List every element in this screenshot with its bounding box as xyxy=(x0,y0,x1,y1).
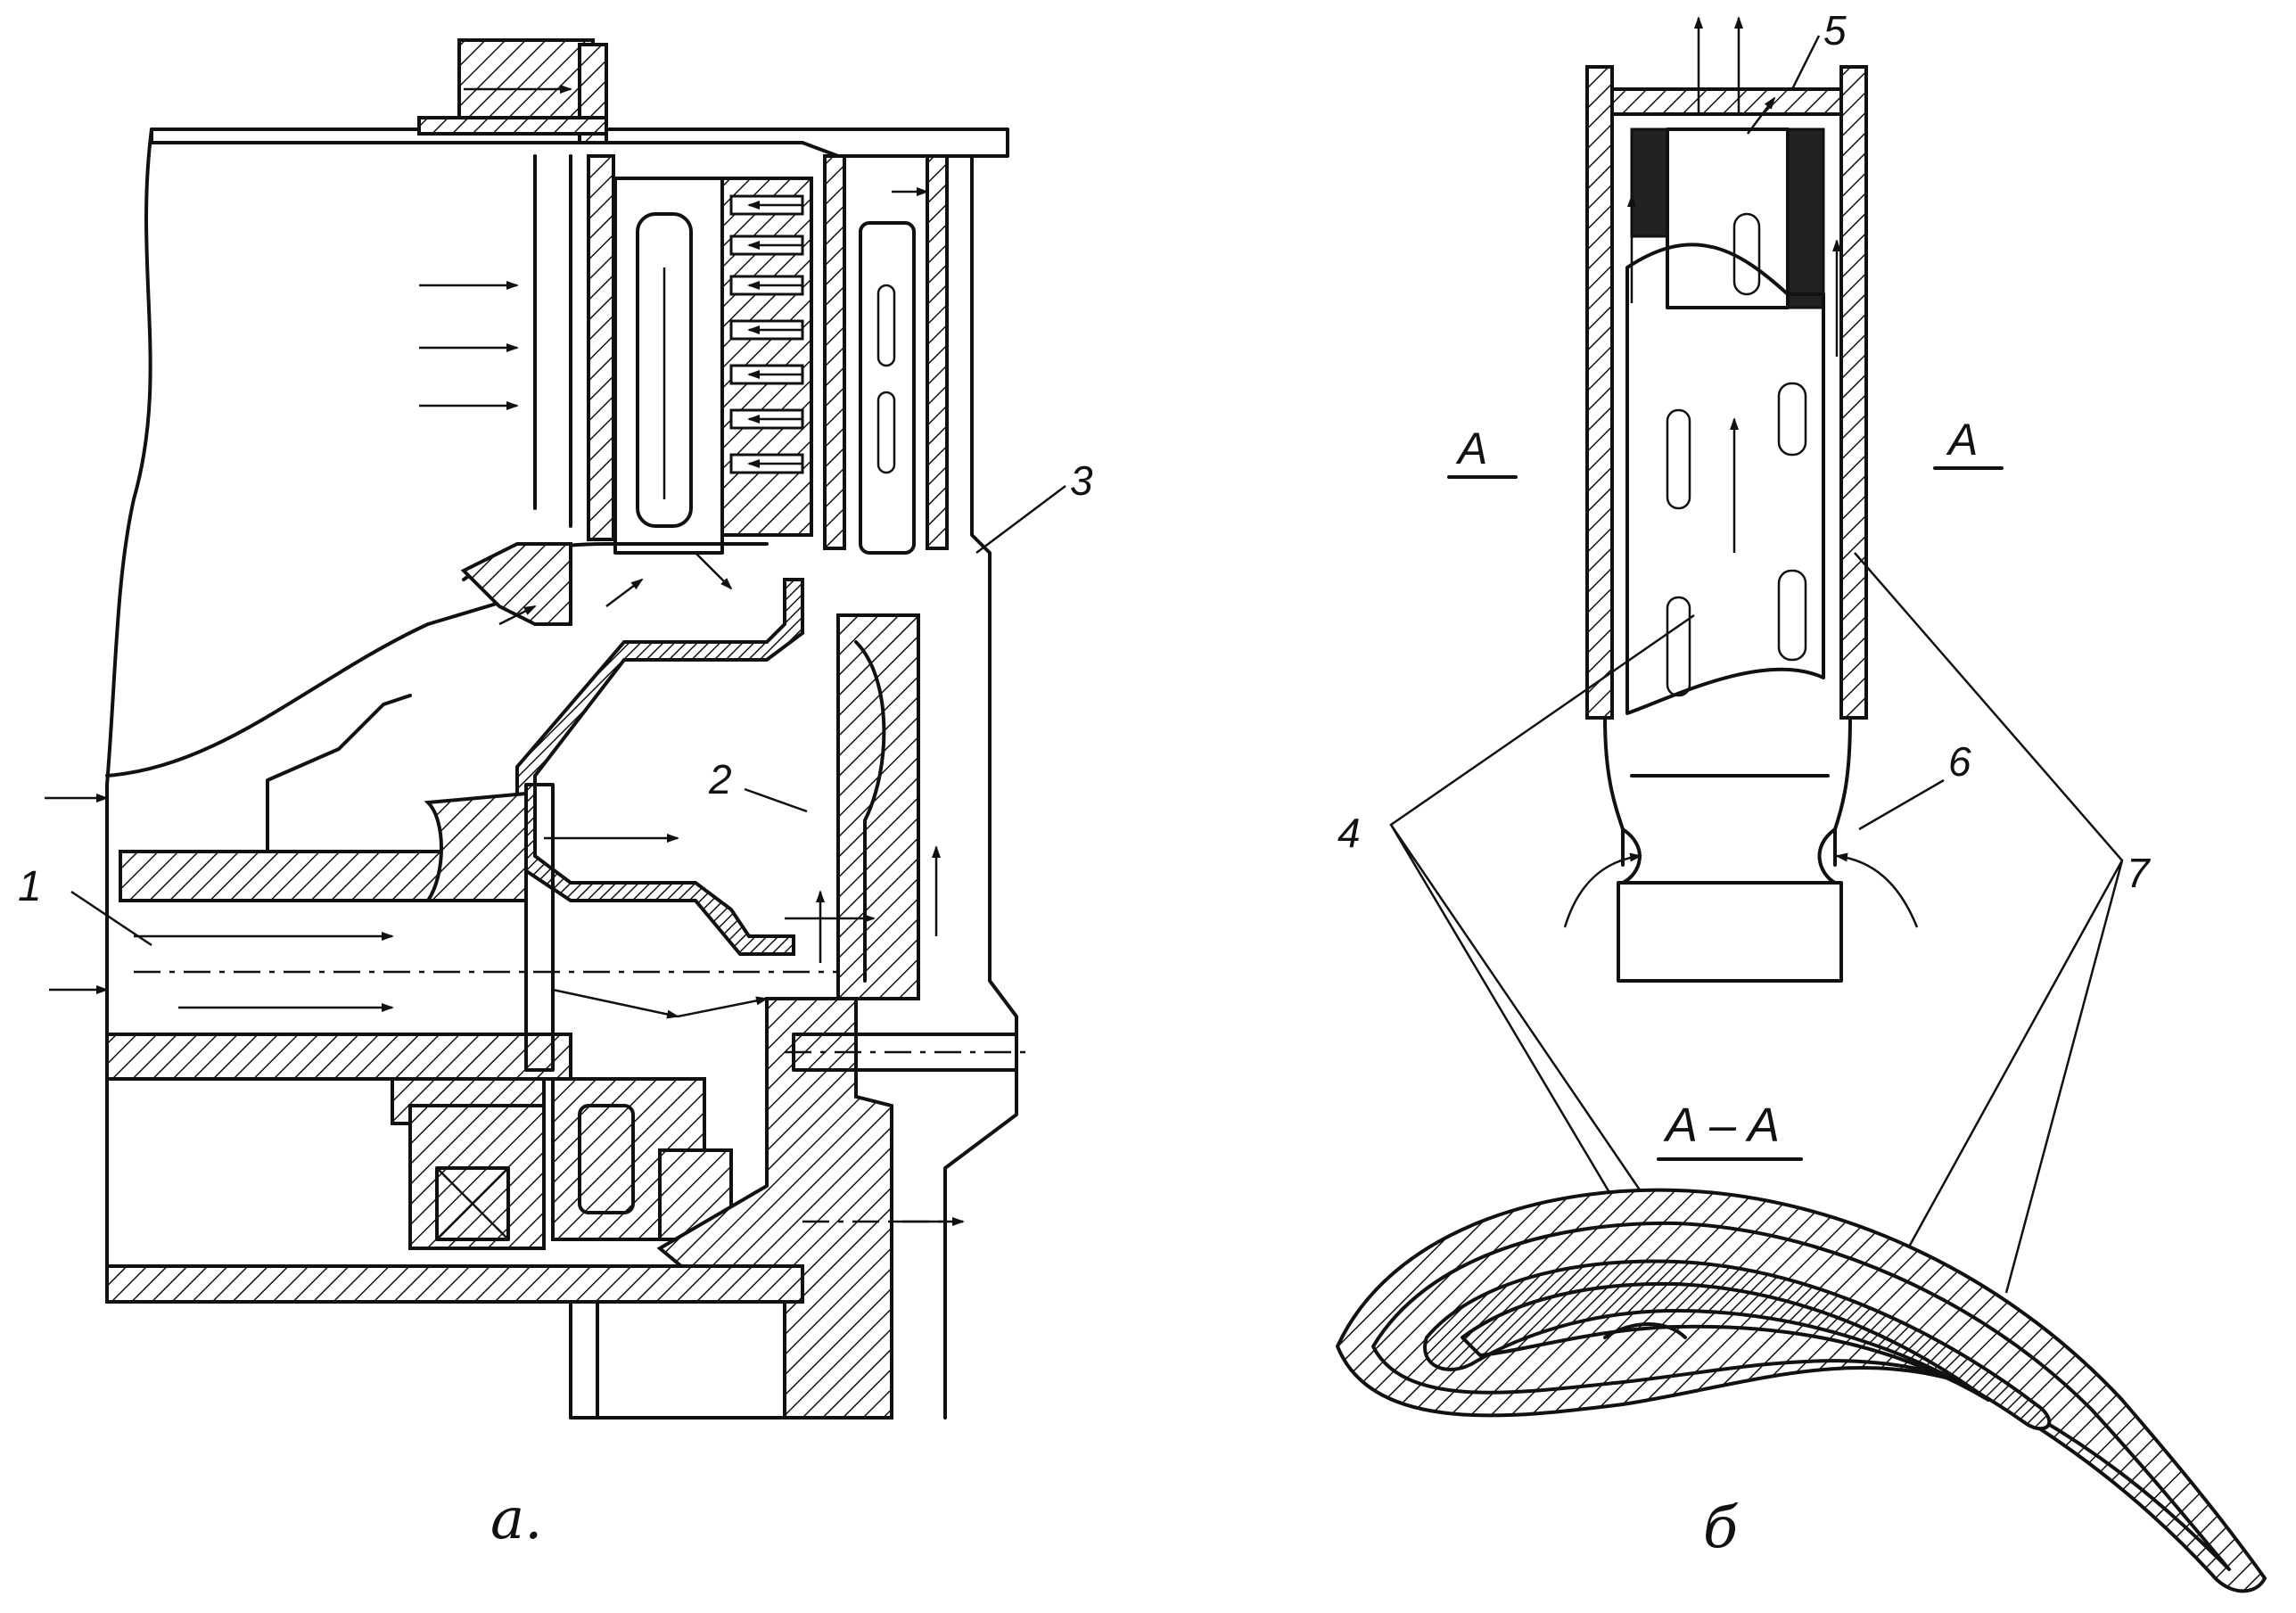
callout-2-leader xyxy=(744,787,808,813)
bearing-housing xyxy=(408,1104,546,1250)
callout-4-leaders xyxy=(1389,613,1695,1276)
fin-flow-arrows xyxy=(747,201,802,468)
airfoil-insert xyxy=(1423,1259,2052,1431)
callout-5-leader xyxy=(1790,35,1821,90)
disk-rim xyxy=(836,613,920,1000)
nozzle-blade xyxy=(859,221,916,555)
blade-tip-insert-left xyxy=(1630,128,1669,238)
neck-waist xyxy=(1621,827,1837,885)
callout-5: 5 xyxy=(1823,7,1847,53)
callout-6: 6 xyxy=(1948,738,1971,785)
top-casing-band xyxy=(417,116,608,136)
airfoil-rib xyxy=(1603,1322,1687,1339)
blade-neck xyxy=(1603,716,1852,867)
insert-slot-4 xyxy=(1777,569,1807,662)
section-label-left: A xyxy=(1455,424,1487,473)
bottom-shaft-lines xyxy=(569,1300,786,1420)
aft-bearing xyxy=(658,1148,733,1241)
blade-insert xyxy=(1625,243,1825,715)
fin-block xyxy=(720,177,813,537)
callout-6-leader xyxy=(1858,778,1945,831)
nozzle-wall-left xyxy=(823,154,846,550)
insert-slot-1 xyxy=(1666,408,1691,510)
nozzle-blade-slot-1 xyxy=(876,284,896,367)
callout-2: 2 xyxy=(708,756,732,802)
inlet-duct-upper xyxy=(105,596,519,778)
bottom-casing xyxy=(105,1264,804,1304)
shaft-lower-wall xyxy=(105,1033,572,1081)
callout-4: 4 xyxy=(1337,810,1361,856)
combustor-wall xyxy=(587,154,615,541)
nozzle-wall-right xyxy=(926,154,949,550)
duct-bracket xyxy=(460,542,572,626)
shaft-upper-hub xyxy=(424,791,528,902)
shaft-inner-boundary xyxy=(524,783,555,1072)
figure-b-blade: A A 4 5 6 7 A – A б xyxy=(1335,7,2267,1593)
section-aa-title: A – A xyxy=(1663,1099,1780,1152)
figure-a-turbine-section: 1 2 3 a. xyxy=(18,38,1093,1552)
blade-wall-right xyxy=(1839,65,1868,720)
insert-slot-5 xyxy=(1732,212,1761,296)
combustor-slot xyxy=(636,212,693,528)
airfoil-inner-wall xyxy=(1371,1221,2231,1571)
upper-chamber xyxy=(533,154,572,528)
airfoil-insert-cavity xyxy=(1461,1281,1990,1402)
outer-right-casing xyxy=(943,154,1018,1420)
seal-slot xyxy=(578,1104,635,1214)
blade-tip-insert-right xyxy=(1786,128,1825,309)
blade-root xyxy=(1617,881,1843,983)
blade-tip-cap xyxy=(1610,87,1843,116)
callout-1: 1 xyxy=(18,863,42,910)
insert-slot-3 xyxy=(1777,382,1807,457)
flow-arrows xyxy=(45,85,965,1226)
inlet-duct-lower xyxy=(266,694,412,858)
section-label-right: A xyxy=(1946,415,1978,465)
callout-3: 3 xyxy=(1070,457,1093,504)
nozzle-blade-slot-2 xyxy=(876,391,896,474)
callout-1-leader xyxy=(70,890,152,947)
blade-flow-arrows xyxy=(1563,16,1919,928)
top-flange xyxy=(457,38,595,127)
insert-slot-2 xyxy=(1666,596,1691,697)
callout-7-leaders xyxy=(1854,552,2124,1294)
left-break-line xyxy=(105,128,153,1277)
caption-b: б xyxy=(1703,1495,1739,1561)
bearing-cross xyxy=(436,1167,509,1240)
combustor-inner xyxy=(613,177,724,555)
callout-3-leader xyxy=(975,485,1066,554)
transition-bellow xyxy=(515,578,804,956)
blade-inner-top xyxy=(1666,128,1790,309)
blade-wall-left xyxy=(1585,65,1614,720)
bearing-cage xyxy=(435,1166,510,1241)
disk-rim-cavity xyxy=(854,640,886,983)
callout-7: 7 xyxy=(2127,850,2151,896)
caption-a: a. xyxy=(490,1486,543,1552)
